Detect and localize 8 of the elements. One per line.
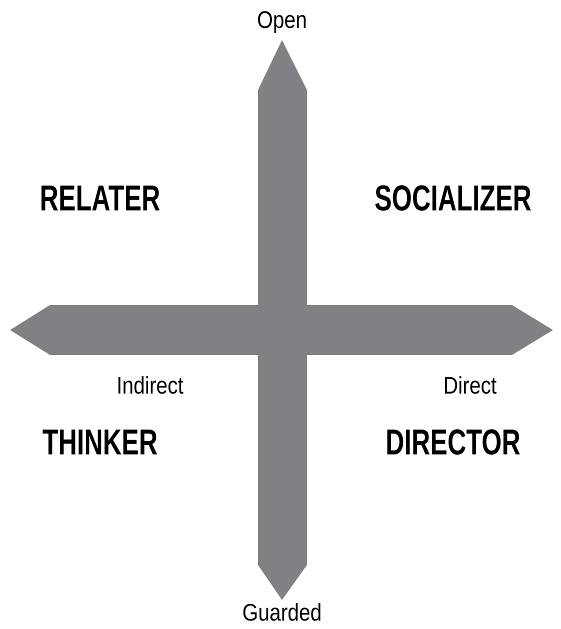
- axis-label: Open: [258, 11, 306, 33]
- axis-label: Indirect: [118, 376, 184, 394]
- quadrant-label: SOCIALIZER: [375, 185, 531, 211]
- quadrant-label: THINKER: [42, 430, 158, 454]
- quadrant-label: RELATER: [42, 186, 160, 210]
- axis-label: Direct: [445, 376, 496, 394]
- quadrant-label: DIRECTOR: [387, 429, 520, 455]
- axis-label: Guarded: [243, 603, 320, 621]
